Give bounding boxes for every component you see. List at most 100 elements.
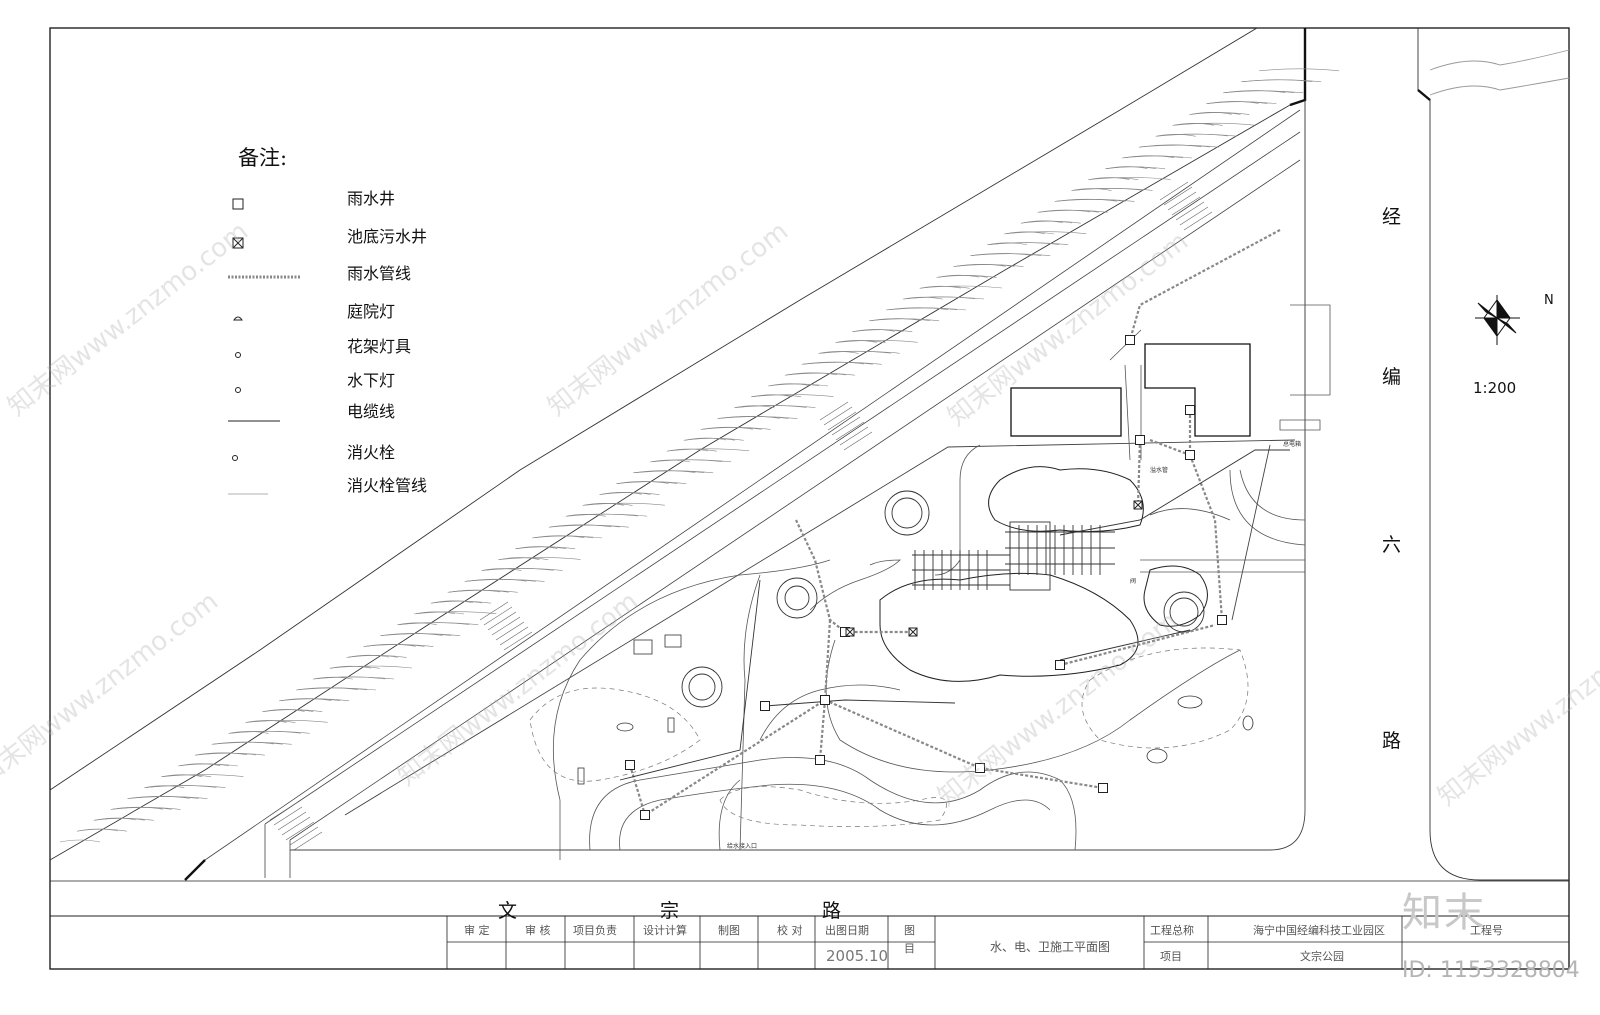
river-hatch-stroke	[1090, 177, 1171, 180]
tb-project-name: 海宁中国经编科技工业园区	[1253, 924, 1385, 937]
river-hatch-stroke	[416, 611, 497, 615]
stair-step	[1163, 186, 1193, 206]
legend-symbols	[228, 198, 300, 495]
stair-step	[479, 601, 509, 621]
tb-project-lead: 项目负责	[573, 924, 617, 937]
title-block	[446, 916, 1569, 969]
stair-step	[491, 616, 521, 636]
planting-outlines	[529, 647, 1249, 828]
north-arrow-icon	[1475, 295, 1520, 345]
river-hatch-stroke	[1189, 112, 1250, 115]
river-hatch-stroke	[1072, 188, 1153, 191]
river-hatch-stroke	[229, 731, 310, 734]
rain-well-icon	[232, 198, 244, 210]
river-hatch-stroke	[500, 557, 581, 560]
river-hatch-stroke	[346, 655, 407, 658]
stair-step	[1159, 181, 1189, 201]
stair-step	[1179, 206, 1209, 226]
river-hatch-stroke	[669, 448, 750, 452]
river-hatch-stroke	[531, 535, 603, 539]
plan-label-elec-box: 总电箱	[1283, 440, 1301, 448]
river-hatch-stroke	[1156, 133, 1237, 137]
tb-check: 校 对	[777, 924, 803, 937]
tb-drawing-label: 图 目	[904, 924, 915, 955]
tb-item-label: 项目	[1160, 950, 1182, 963]
stair-step	[487, 611, 517, 631]
river-hatch-stroke	[1105, 166, 1166, 170]
tb-drawing-name: 水、电、卫施工平面图	[990, 940, 1111, 954]
road-east-char: 六	[1382, 534, 1402, 556]
tb-review: 审 核	[525, 924, 551, 937]
road-south-char: 宗	[660, 900, 680, 922]
stair-step	[839, 426, 869, 446]
legend-label-rain-pipe: 雨水管线	[347, 264, 412, 283]
tb-project-label: 工程总称	[1150, 924, 1194, 937]
stair-step	[843, 431, 873, 451]
stair-step	[285, 821, 315, 841]
legend-label-underwater-lamp: 水下灯	[347, 371, 396, 390]
river-hatch-stroke	[1206, 101, 1277, 105]
river-hatch-stroke	[1054, 199, 1135, 202]
river-hatch-stroke	[279, 698, 350, 702]
river-hatch-stroke	[127, 796, 208, 799]
river-hatch-stroke	[380, 633, 461, 637]
plan-label-water: 溢水管	[1150, 466, 1168, 474]
stair-step	[1175, 201, 1205, 221]
underwater-lamp-icon	[235, 387, 241, 393]
stair-step	[483, 606, 513, 626]
river-hatch-stroke	[1006, 231, 1087, 235]
stair-step	[835, 421, 865, 441]
river-hatch-stroke	[245, 720, 296, 723]
river-hatch-stroke	[666, 448, 717, 452]
river-hatch-stroke	[700, 427, 771, 430]
river-hatch-stroke	[885, 307, 967, 311]
river-hatch-stroke	[331, 665, 413, 669]
river-hatch-stroke	[397, 622, 438, 626]
river-hatch-stroke	[801, 362, 882, 365]
plan-small-labels: 给水接入口 总电箱 阀 溢水管	[727, 440, 1301, 850]
river-hatch-stroke	[482, 568, 563, 571]
river-hatch-stroke	[565, 513, 606, 517]
garden-lamp-icon	[233, 316, 243, 321]
stair-step	[289, 826, 319, 846]
river-hatch-stroke	[616, 481, 687, 485]
river-stairs	[269, 181, 1213, 851]
river-hatch-stroke	[295, 687, 377, 691]
road-east-char: 经	[1382, 206, 1402, 228]
stair-step	[495, 621, 525, 641]
rain-well-marker	[1185, 450, 1195, 460]
river-hatch-stroke	[1020, 220, 1081, 224]
sewage-well-cross	[908, 627, 918, 637]
stair-step	[819, 401, 849, 421]
river-hatch-stroke	[1172, 123, 1223, 126]
riverside-walk	[184, 109, 1301, 881]
legend-label-rain-well: 雨水井	[347, 189, 396, 208]
river-hatch-stroke	[515, 546, 576, 550]
river-hatch-stroke	[936, 275, 997, 278]
plan-label-entry: 给水接入口	[727, 842, 757, 850]
river-hatch-stroke	[1088, 177, 1139, 181]
river-hatch-stroke	[633, 470, 714, 474]
hydrant-icon	[232, 455, 238, 461]
stair-step	[831, 416, 861, 436]
rain-well-marker	[815, 755, 825, 765]
sewage-well-cross	[1133, 500, 1143, 510]
river-hatch-stroke	[548, 524, 629, 528]
river-hatch-stroke	[312, 676, 353, 680]
legend-label-sewage-well: 池底污水井	[347, 227, 428, 246]
rain-well-marker	[975, 763, 985, 773]
river-hatch-stroke	[767, 383, 829, 387]
river-hatch-stroke	[683, 437, 744, 441]
river-hatch-stroke	[329, 665, 380, 669]
east-road	[1304, 28, 1570, 881]
road-south-char: 路	[822, 900, 842, 922]
river-hatch-stroke	[177, 763, 239, 767]
stair-step	[277, 811, 307, 831]
rain-well-marker	[640, 810, 650, 820]
watermark-id: ID: 1153328804	[1402, 958, 1580, 983]
stair-step	[269, 801, 299, 821]
rain-pipes	[628, 229, 1281, 817]
rain-well-marker	[820, 695, 830, 705]
stair-step	[281, 816, 311, 836]
sewage-well-cross	[845, 627, 855, 637]
